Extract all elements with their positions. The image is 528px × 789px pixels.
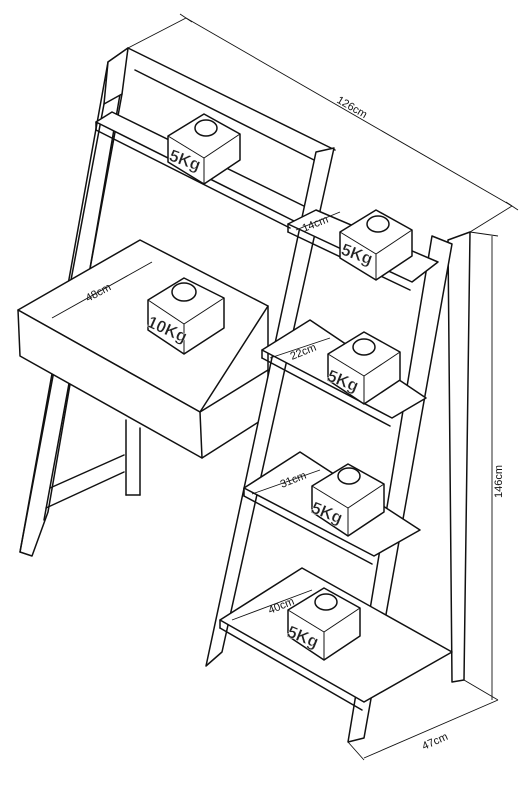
shelf-back-left-leg (205, 147, 335, 667)
weight-box-shelf-4: 5Kg (284, 587, 361, 661)
weight-box-shelf-1: 5Kg (338, 209, 413, 281)
dimension-height: 146cm (463, 231, 505, 701)
shelf-front-right-leg (447, 231, 471, 683)
weight-box-desk: 10Kg (144, 277, 225, 355)
height-label: 146cm (493, 465, 505, 498)
depth-label: 47cm (420, 731, 449, 753)
dimension-depth: 47cm (347, 699, 499, 761)
weight-box-shelf-3: 5Kg (308, 463, 385, 537)
desk-width-line (51, 261, 153, 319)
bookshelf-unit: 14cm 22cm 31cm 40cm (205, 147, 471, 743)
width-label: 126cm (335, 94, 370, 121)
weight-box-top: 5Kg (166, 113, 241, 185)
